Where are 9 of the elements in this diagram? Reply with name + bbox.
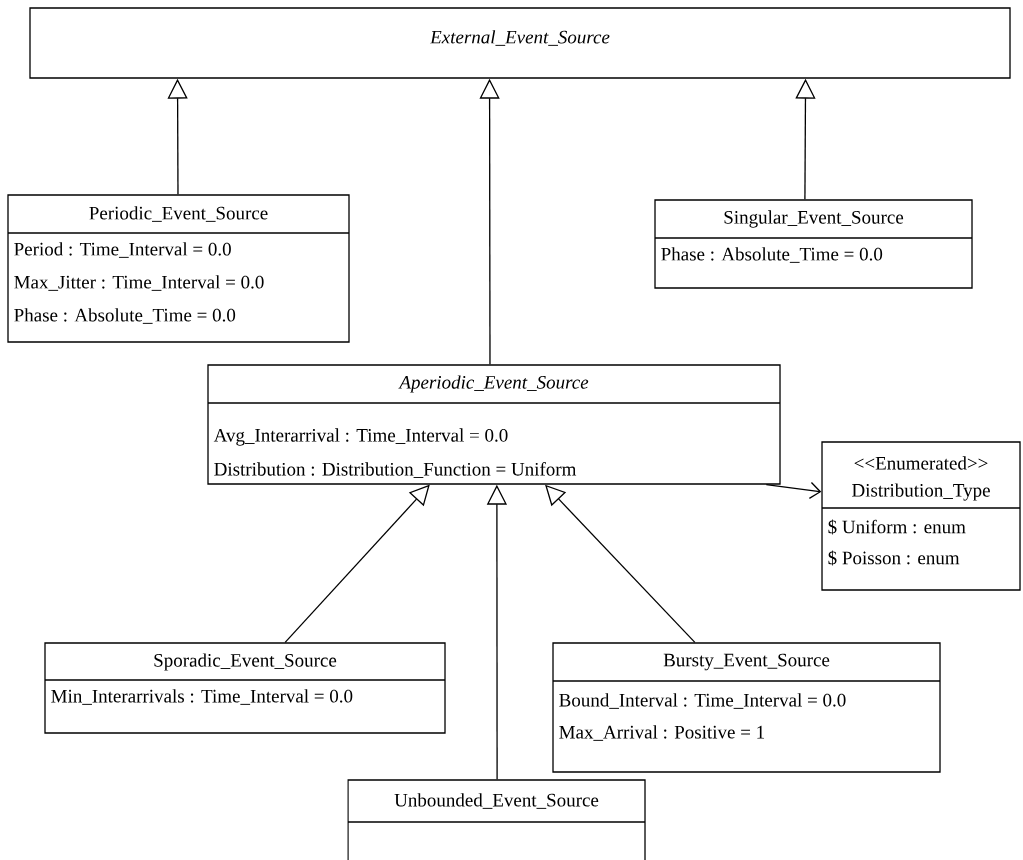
class-box: <<Enumerated>> Distribution_Type $ Uniform : enum $ Poisson : enum	[821, 441, 1021, 591]
arrow	[765, 481, 822, 499]
class-box: Periodic_Event_Source Period : Time_Interval = 0.0 Max_Jitter : Time_Interval = 0.0 Phase : Absolute_Time = 0.0	[7, 194, 350, 343]
class-box: External_Event_Source	[29, 7, 1011, 79]
class-box: Unbounded_Event_Source	[347, 779, 646, 860]
class-box: Singular_Event_Source Phase : Absolute_Time = 0.0	[654, 199, 973, 289]
class-box: Bursty_Event_Source Bound_Interval : Time_Interval = 0.0 Max_Arrival : Positive = 1	[552, 642, 941, 773]
class-box: Aperiodic_Event_Source Avg_Interarrival : Time_Interval = 0.0 Distribution : Distribution_Function = Uniform	[207, 364, 781, 485]
class-box: Sporadic_Event_Source Min_Interarrivals : Time_Interval = 0.0	[44, 642, 446, 734]
